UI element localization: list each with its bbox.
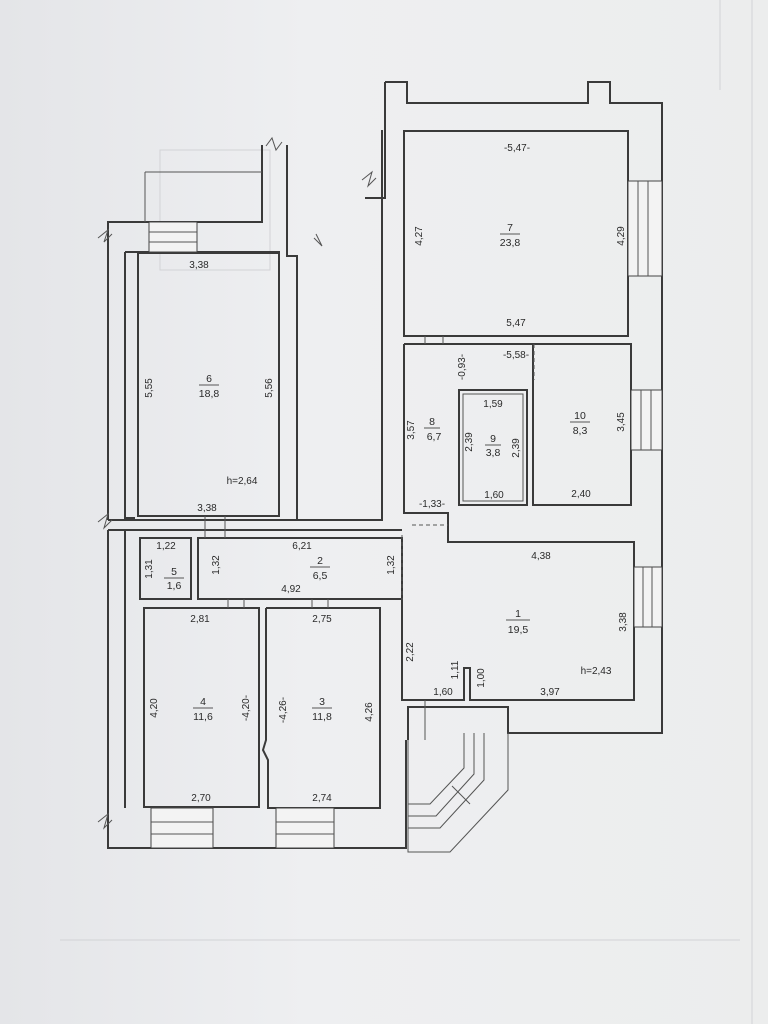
room-8-area: 6,7 — [427, 431, 442, 443]
dim-8-b: -5,58- — [503, 350, 529, 361]
room-10-number: 10 — [574, 410, 586, 422]
room-5-area: 1,6 — [167, 580, 182, 592]
dim-9-left: 2,39 — [464, 432, 475, 452]
dim-4-right: -4,20- — [241, 695, 252, 721]
windows — [148, 180, 663, 849]
dim-1-a: 1,11 — [450, 660, 461, 679]
room-7-number: 7 — [507, 222, 513, 234]
dim-9-top: 1,59 — [483, 399, 503, 410]
room-4-number: 4 — [200, 696, 206, 708]
room-2-area: 6,5 — [313, 570, 328, 582]
dim-1-top: 4,38 — [531, 551, 551, 562]
bay-window — [407, 733, 509, 853]
dim-6-top: 3,38 — [189, 260, 209, 271]
dim-2-right: 1,32 — [386, 555, 397, 575]
dim-7-left: 4,27 — [414, 226, 425, 246]
dim-9-right: 2,39 — [511, 438, 522, 458]
background-ghosting — [60, 0, 753, 1024]
dim-2-left: 1,32 — [211, 555, 222, 575]
dim-2-bottom: 4,92 — [281, 584, 301, 595]
dim-8-c: -1,33- — [419, 499, 445, 510]
room-6-number: 6 — [206, 373, 212, 385]
room-2-number: 2 — [317, 555, 323, 567]
dim-3-bottom: 2,74 — [312, 793, 332, 804]
dim-6-right: 5,56 — [264, 378, 275, 398]
dim-1-d: 3,97 — [540, 687, 560, 698]
room-9-area: 3,8 — [486, 447, 501, 459]
room-4-area: 11,6 — [193, 711, 213, 723]
room-5-number: 5 — [171, 566, 177, 578]
dim-3-left: -4,26- — [278, 697, 289, 723]
dim-5-top: 1,22 — [156, 541, 176, 552]
room-3-number: 3 — [319, 696, 325, 708]
dim-6-bottom: 3,38 — [197, 503, 217, 514]
dim-10-right: 3,45 — [616, 412, 627, 432]
dim-3-right: 4,26 — [364, 702, 375, 722]
dim-6-height: h=2,64 — [227, 476, 258, 487]
dim-1-c: 1,60 — [433, 687, 453, 698]
dim-1-right: 3,38 — [618, 612, 629, 632]
dim-7-top: -5,47- — [504, 143, 530, 154]
dim-1-b: 1,00 — [476, 668, 487, 688]
room-7-area: 23,8 — [500, 237, 521, 249]
room-8-number: 8 — [429, 416, 435, 428]
room-labels: 7 23,8 6 18,8 8 6,7 9 3,8 10 8,3 1 19,5 … — [164, 222, 590, 723]
dim-6-left: 5,55 — [144, 378, 155, 398]
dim-4-top: 2,81 — [190, 614, 210, 625]
room-3-area: 11,8 — [312, 711, 332, 723]
dim-3-top: 2,75 — [312, 614, 332, 625]
dim-9-bottom: 1,60 — [484, 490, 504, 501]
dim-5-left: 1,31 — [144, 559, 155, 579]
room-6-area: 18,8 — [199, 388, 220, 400]
room-9-number: 9 — [490, 433, 496, 445]
dim-10-bottom: 2,40 — [571, 489, 591, 500]
dim-1-left: 2,22 — [405, 642, 416, 662]
dim-8-left: 3,57 — [406, 420, 417, 440]
room-1-number: 1 — [515, 608, 521, 620]
dim-7-right: 4,29 — [616, 226, 627, 246]
dim-7-bottom: 5,47 — [506, 318, 526, 329]
dim-4-bottom: 2,70 — [191, 793, 211, 804]
room-outlines — [137, 130, 635, 809]
dim-1-height: h=2,43 — [581, 666, 612, 677]
room-10-area: 8,3 — [573, 425, 588, 437]
dim-2-top: 6,21 — [292, 541, 312, 552]
dim-8-a: -0,93- — [457, 354, 468, 380]
dimension-labels: -5,47- 5,47 4,27 4,29 3,38 3,38 5,55 5,5… — [144, 143, 629, 804]
room-1-area: 19,5 — [508, 624, 529, 636]
dim-4-left: 4,20 — [149, 698, 160, 718]
